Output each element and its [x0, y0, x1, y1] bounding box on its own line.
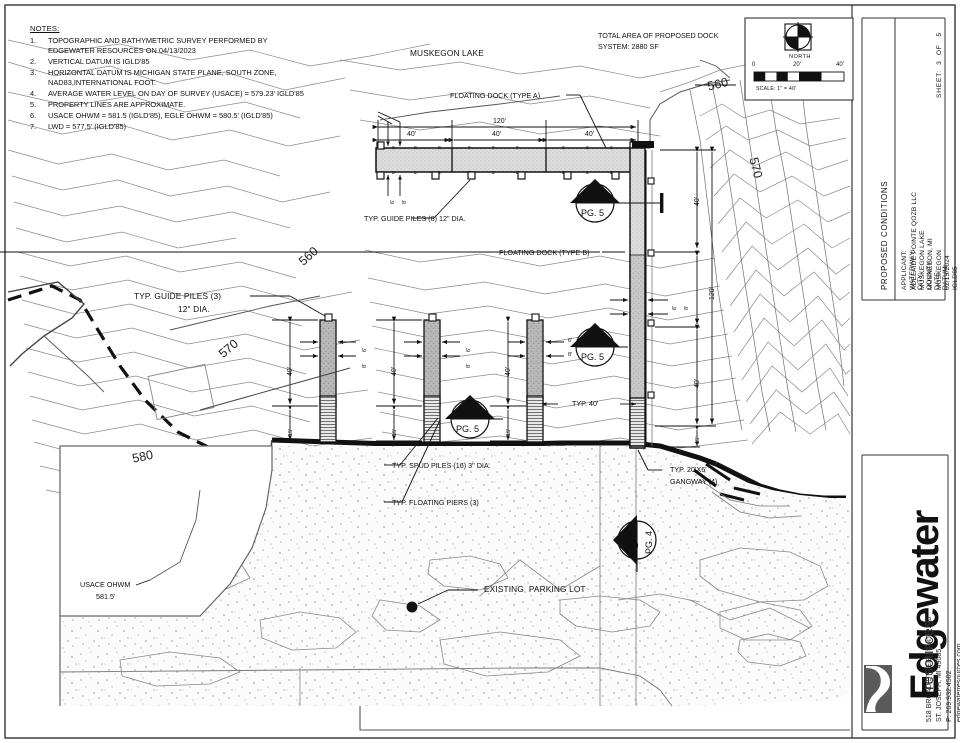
- label-gangway-line2: GANGWAY (4): [670, 477, 718, 486]
- label-muskegon-lake: MUSKEGON LAKE: [410, 48, 484, 58]
- section-marker-3-number: 3: [591, 195, 597, 205]
- note-number: 6.: [30, 111, 37, 120]
- label-total-area-line1: TOTAL AREA OF PROPOSED DOCK: [598, 31, 719, 40]
- note-text: TOPOGRAPHIC AND BATHYMETRIC SURVEY PERFO…: [48, 36, 268, 45]
- sheet-number: SHEET: 3 OF 5: [936, 32, 943, 98]
- dim-pier-15: 15': [506, 428, 512, 436]
- label-usace-ohwm-line1: USACE OHWM: [80, 580, 131, 589]
- dim-right-seg-b: 40': [694, 378, 701, 388]
- section-marker-2-graphic: [445, 395, 503, 439]
- titleblock-field-values: ADELAIDE POINTE QOZB LLC MUSKEGON LAKE M…: [911, 191, 960, 290]
- section-marker-2b-page: PG. 4: [644, 530, 654, 554]
- label-guide-piles-3-line1: TYP. GUIDE PILES (3): [134, 291, 222, 301]
- note-number: 5.: [30, 100, 37, 109]
- label-spud-piles: TYP. SPUD PILES (16) 3" DIA.: [392, 461, 491, 470]
- scale-tick-20: 20': [793, 62, 801, 68]
- note-number: 4.: [30, 89, 37, 98]
- section-marker-1-page: PG. 5: [581, 352, 605, 362]
- dim-small-6: 6': [672, 305, 678, 310]
- note-text: VERTICAL DATUM IS IGLD'85: [48, 57, 150, 66]
- dim-top-total: 120': [493, 118, 507, 125]
- dim-small-8: 8': [402, 199, 408, 204]
- section-marker-2b-graphic: [613, 515, 657, 572]
- note-number: 3.: [30, 68, 37, 77]
- dim-right-15: 15': [695, 436, 701, 444]
- section-marker-2-number: 2: [466, 411, 472, 421]
- note-text: PROPERTY LINES ARE APPROXIMATE.: [48, 100, 186, 109]
- dim-top-seg-2: 40': [492, 131, 502, 138]
- dim-pier-15: 15': [392, 428, 398, 436]
- dim-small-8: 8': [684, 305, 690, 310]
- north-arrow-box: [744, 17, 854, 101]
- label-floating-piers: TYP. FLOATING PIERS (3): [392, 498, 479, 507]
- dim-small-6: 6': [568, 338, 573, 344]
- note-number: 2.: [30, 57, 37, 66]
- label-floating-dock-a: FLOATING DOCK (TYPE A): [450, 91, 541, 100]
- label-total-area-line2: SYSTEM: 2880 SF: [598, 42, 659, 51]
- note-number: 7.: [30, 122, 37, 131]
- section-marker-2-page: PG. 5: [456, 424, 480, 434]
- section-marker-3-page: PG. 5: [581, 208, 605, 218]
- dim-pier-40: 40': [505, 366, 512, 376]
- note-text: USACE OHWM = 581.5 (IGLD'85), EGLE OHWM …: [48, 111, 273, 120]
- label-typ-40: TYP. 40': [572, 399, 599, 408]
- dim-small-8: 8': [568, 352, 573, 358]
- dim-top-seg-3: 40': [585, 131, 595, 138]
- section-marker-3-graphic: [570, 179, 664, 223]
- notes-header: NOTES:: [30, 24, 60, 33]
- note-text: LWD = 577.5' (IGLD'85): [48, 122, 127, 131]
- dim-small-6: 6': [466, 347, 472, 352]
- dim-small-8: 8': [362, 363, 368, 368]
- scale-tick-0: 0: [752, 62, 756, 68]
- label-guide-piles-8: TYP. GUIDE PILES (8) 12" DIA.: [364, 214, 466, 223]
- note-text: NAD83,INTERNATIONAL FOOT.: [48, 78, 156, 87]
- dim-right-seg-a: 40': [694, 196, 701, 206]
- note-text: AVERAGE WATER LEVEL ON DAY OF SURVEY (US…: [48, 89, 304, 98]
- dim-pier-40: 40': [391, 366, 398, 376]
- scale-caption: SCALE: 1" = 40': [756, 86, 797, 92]
- label-usace-ohwm-line2: 581.5': [96, 592, 116, 601]
- dim-right-total: 120': [709, 286, 716, 300]
- note-text: HORIZONTAL DATUM IS MICHIGAN STATE PLANE…: [48, 68, 277, 77]
- north-label: NORTH: [789, 54, 811, 60]
- dim-pier-40: 40': [287, 366, 294, 376]
- dim-top-seg-1: 40': [407, 131, 417, 138]
- titleblock-project-title: PROPOSED CONDITIONS: [880, 180, 889, 290]
- note-number: 1.: [30, 36, 37, 45]
- scale-tick-40: 40': [836, 62, 844, 68]
- dim-small-6: 6': [390, 199, 396, 204]
- note-text: EDGEWATER RESOURCES ON 04/13/2023: [48, 46, 196, 55]
- section-marker-1-graphic: [570, 323, 628, 367]
- section-marker-2b-number: 2: [630, 542, 640, 548]
- edgewater-logo-mark: [864, 665, 892, 713]
- label-floating-dock-b: FLOATING DOCK (TYPE B): [499, 248, 590, 257]
- label-guide-piles-3-line2: 12" DIA.: [178, 304, 210, 314]
- section-marker-1-number: 1: [591, 339, 597, 349]
- label-gangway-line1: TYP. 20'X6': [670, 465, 707, 474]
- label-existing-parking-lot: EXISTING PARKING LOT: [484, 584, 586, 594]
- logo-address: 518 BROAD STREET, SUITE 200 ST. JOSEPH, …: [926, 616, 960, 722]
- dim-small-8: 8': [466, 363, 472, 368]
- dim-pier-15: 15': [288, 428, 294, 436]
- dim-small-6: 6': [362, 347, 368, 352]
